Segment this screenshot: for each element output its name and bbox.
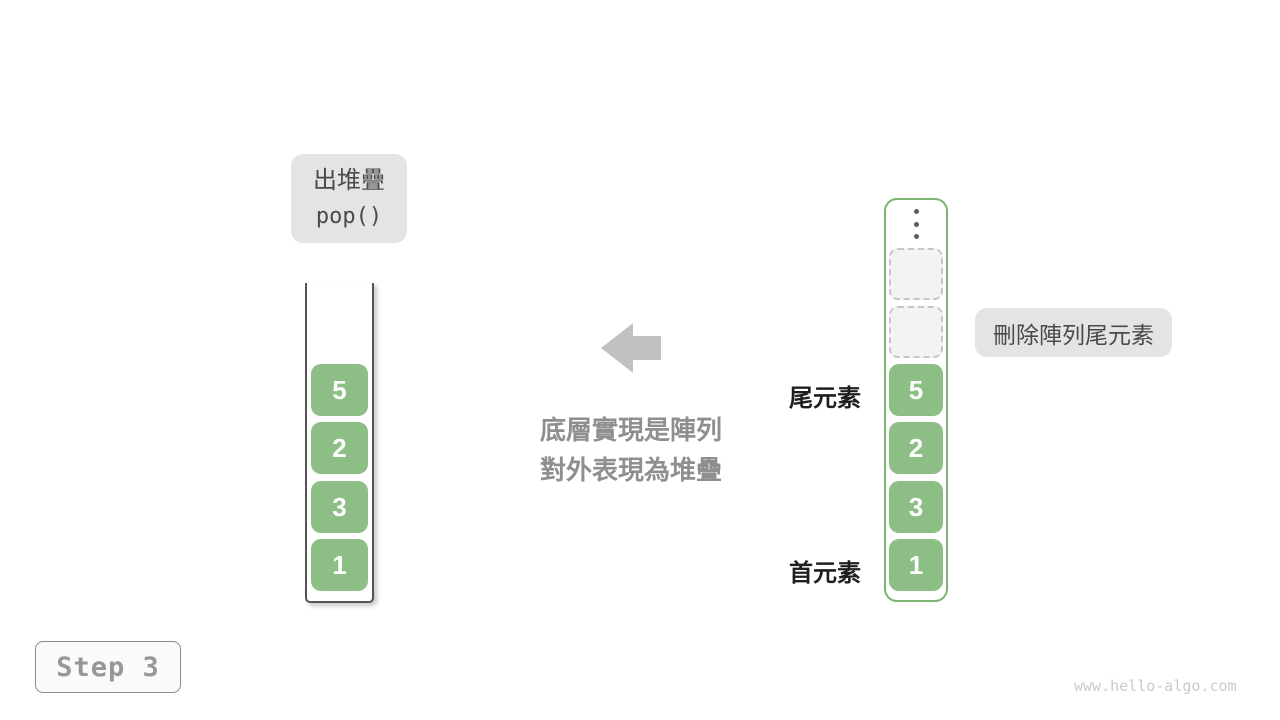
center-caption: 底層實現是陣列 對外表現為堆疊 [481, 410, 781, 490]
stack-element: 5 [311, 364, 368, 416]
empty-array-slot [889, 306, 943, 358]
vertical-ellipsis-icon [884, 209, 948, 239]
center-caption-line2: 對外表現為堆疊 [539, 455, 722, 485]
array-element: 2 [889, 422, 943, 474]
pop-operation-label-line2: pop() [315, 203, 383, 229]
delete-tail-annotation: 刪除陣列尾元素 [975, 308, 1172, 357]
stack-element: 1 [311, 539, 368, 591]
center-caption-line1: 底層實現是陣列 [539, 415, 722, 445]
tail-element-label: 尾元素 [789, 385, 861, 412]
array-element: 5 [889, 364, 943, 416]
arrow-left-icon [601, 323, 661, 373]
watermark: www.hello-algo.com [1074, 677, 1237, 695]
stack-element: 3 [311, 481, 368, 533]
array-element: 3 [889, 481, 943, 533]
stack-element: 2 [311, 422, 368, 474]
head-element-label: 首元素 [789, 560, 861, 587]
empty-array-slot [889, 248, 943, 300]
pop-operation-label: 出堆疊 pop() [291, 154, 407, 243]
step-badge: Step 3 [35, 641, 181, 693]
array-element: 1 [889, 539, 943, 591]
pop-operation-label-line1: 出堆疊 [313, 166, 385, 194]
